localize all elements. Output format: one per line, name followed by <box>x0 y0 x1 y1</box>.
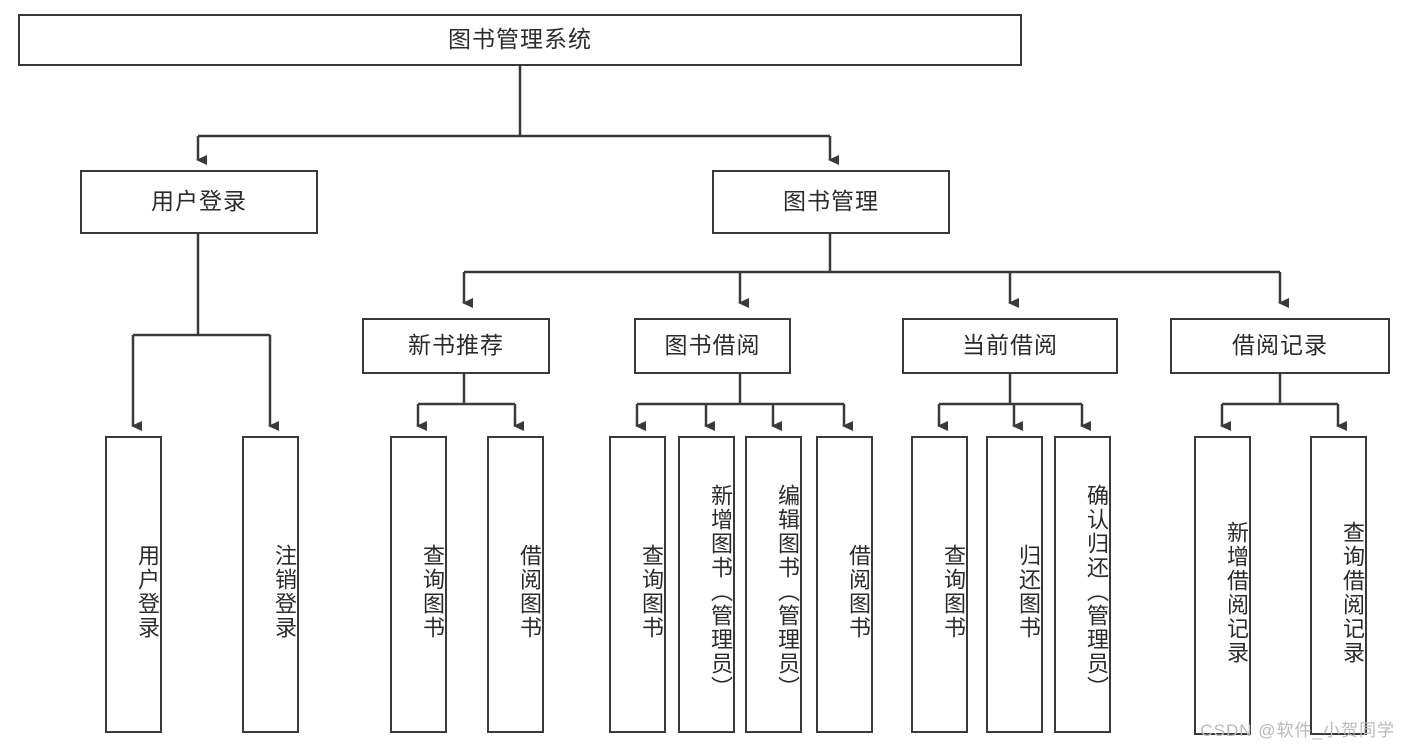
node-book-management[interactable]: 图书管理 <box>712 170 950 234</box>
node-leaf-logout[interactable]: 注销登录 <box>242 436 299 733</box>
node-new-book-recommend[interactable]: 新书推荐 <box>362 318 550 374</box>
node-leaf-add-book-admin-label: 新增图书（管理员） <box>708 483 733 700</box>
node-leaf-add-borrow-record[interactable]: 新增借阅记录 <box>1194 436 1251 735</box>
node-book-management-label: 图书管理 <box>783 188 879 215</box>
node-user-login-label: 用户登录 <box>151 188 247 215</box>
node-leaf-add-book-admin[interactable]: 新增图书（管理员） <box>678 436 735 733</box>
node-leaf-borrow-query-book-label: 查询图书 <box>639 543 664 640</box>
node-borrow-record-label: 借阅记录 <box>1232 332 1328 359</box>
node-leaf-borrow-book-label: 借阅图书 <box>846 543 871 640</box>
node-leaf-query-borrow-record-label: 查询借阅记录 <box>1340 520 1365 665</box>
node-leaf-logout-label: 注销登录 <box>272 543 297 640</box>
node-leaf-query-borrow-record[interactable]: 查询借阅记录 <box>1310 436 1367 735</box>
watermark-text: CSDN @软件_小贺同学 <box>1200 721 1395 740</box>
node-leaf-user-login[interactable]: 用户登录 <box>105 436 162 733</box>
node-root-label: 图书管理系统 <box>448 26 592 53</box>
node-leaf-confirm-return-admin-label: 确认归还（管理员） <box>1084 483 1109 700</box>
node-leaf-recommend-query-book-label: 查询图书 <box>420 543 445 640</box>
node-root[interactable]: 图书管理系统 <box>18 14 1022 66</box>
node-leaf-return-book-label: 归还图书 <box>1016 543 1041 640</box>
node-leaf-user-login-label: 用户登录 <box>135 543 160 640</box>
node-leaf-edit-book-admin-label: 编辑图书（管理员） <box>775 483 800 700</box>
node-book-borrow-label: 图书借阅 <box>664 332 761 359</box>
node-leaf-edit-book-admin[interactable]: 编辑图书（管理员） <box>745 436 802 733</box>
node-current-borrow-label: 当前借阅 <box>962 332 1058 359</box>
node-leaf-recommend-borrow-book[interactable]: 借阅图书 <box>487 436 544 733</box>
node-leaf-borrow-query-book[interactable]: 查询图书 <box>609 436 666 733</box>
node-current-borrow[interactable]: 当前借阅 <box>902 318 1118 374</box>
node-new-book-recommend-label: 新书推荐 <box>408 332 504 359</box>
node-leaf-current-query-book-label: 查询图书 <box>941 543 966 640</box>
node-leaf-current-query-book[interactable]: 查询图书 <box>911 436 968 733</box>
node-leaf-confirm-return-admin[interactable]: 确认归还（管理员） <box>1054 436 1111 733</box>
node-leaf-recommend-query-book[interactable]: 查询图书 <box>390 436 447 733</box>
node-user-login[interactable]: 用户登录 <box>80 170 318 234</box>
node-leaf-recommend-borrow-book-label: 借阅图书 <box>517 543 542 640</box>
node-borrow-record[interactable]: 借阅记录 <box>1170 318 1390 374</box>
node-book-borrow[interactable]: 图书借阅 <box>634 318 791 374</box>
node-leaf-borrow-book[interactable]: 借阅图书 <box>816 436 873 733</box>
node-leaf-add-borrow-record-label: 新增借阅记录 <box>1224 520 1249 665</box>
node-leaf-return-book[interactable]: 归还图书 <box>986 436 1043 733</box>
